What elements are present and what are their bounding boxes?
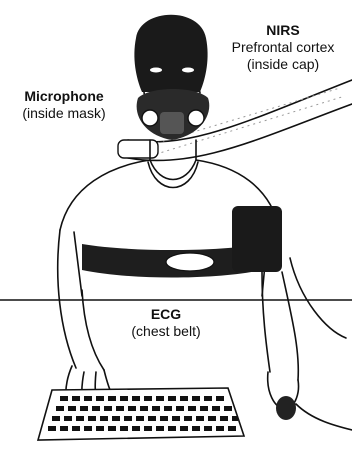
label-microphone-line1: (inside mask) bbox=[2, 105, 126, 122]
keyboard bbox=[38, 388, 244, 440]
label-microphone-title: Microphone bbox=[2, 88, 126, 105]
label-nirs-line2: (inside cap) bbox=[214, 56, 352, 73]
label-ecg-line1: (chest belt) bbox=[106, 323, 226, 340]
blood-pressure-cuff bbox=[232, 206, 346, 338]
label-ecg-title: ECG bbox=[106, 306, 226, 323]
label-nirs-line1: Prefrontal cortex bbox=[214, 39, 352, 56]
label-nirs-title: NIRS bbox=[214, 22, 352, 39]
label-nirs: NIRS Prefrontal cortex (inside cap) bbox=[214, 22, 352, 72]
mouse bbox=[276, 396, 352, 430]
label-microphone: Microphone (inside mask) bbox=[2, 88, 126, 122]
label-ecg: ECG (chest belt) bbox=[106, 306, 226, 340]
